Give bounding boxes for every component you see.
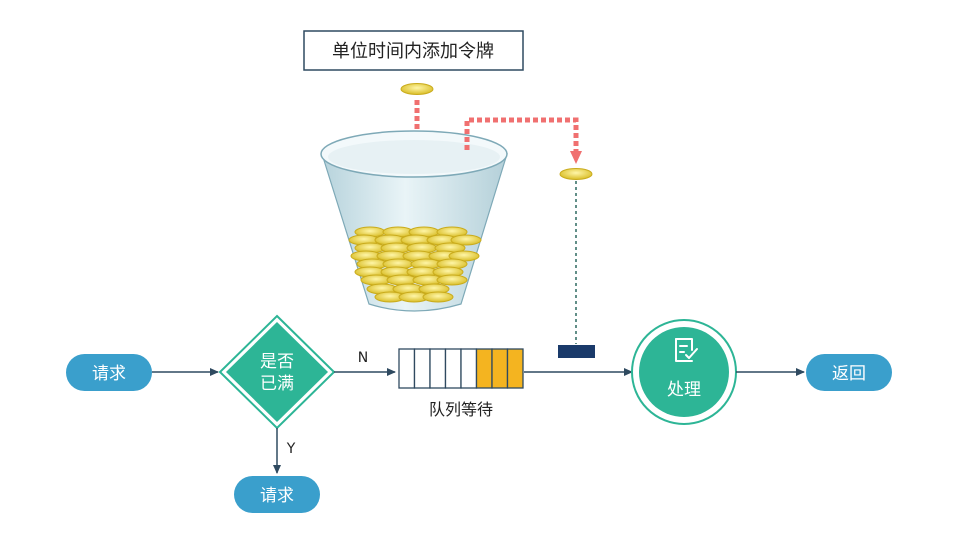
decision-line2: 已满 [260,374,294,394]
queue-slot-filled [506,348,524,389]
return-text: 返回 [832,364,866,384]
coin-icon [436,274,468,286]
bucket-inner [328,140,500,174]
token-transfer-path [464,117,582,164]
decision-line1: 是否 [260,352,294,372]
title-box [303,30,524,71]
request-start-pill [66,354,152,391]
title-text: 单位时间内添加令牌 [332,41,494,62]
decision-diamond [226,322,328,422]
queue-slot-empty [444,348,462,389]
return-pill [806,354,892,391]
process-label: 处理 [667,380,701,400]
queue-slot-filled [491,348,509,389]
queue-slot-empty [429,348,447,389]
branch-yes-label: Y [286,441,296,457]
process-circle [639,327,729,417]
coin-icon [422,291,454,303]
queue-slot-empty [398,348,416,389]
queue [398,348,524,389]
coin-icon [450,234,482,246]
request-rejected-pill [234,476,320,513]
request-rejected-text: 请求 [260,486,294,506]
queue-slot-empty [460,348,478,389]
queue-slot-empty [413,348,431,389]
falling-token-coin-icon [400,83,434,95]
branch-no-label: N [358,350,368,366]
queue-label: 队列等待 [429,400,493,419]
bucket-coins [348,226,482,303]
token-gate [558,345,595,358]
document-check-icon [675,338,698,362]
request-start-text: 请求 [92,364,126,384]
queue-slot-filled [475,348,493,389]
gate-token-coin-icon [559,168,593,180]
